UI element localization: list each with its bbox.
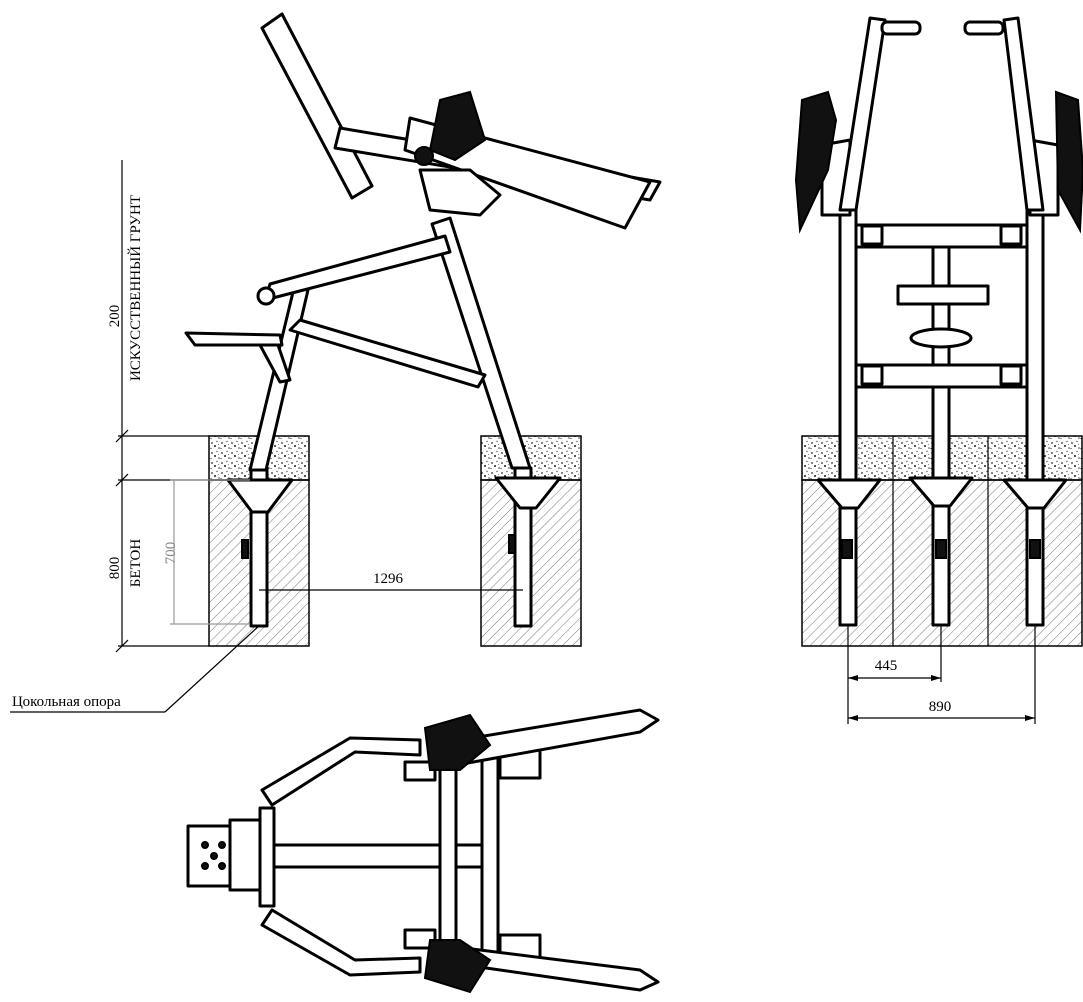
label-soil: ИСКУССТВЕННЫЙ ГРУНТ xyxy=(127,195,144,381)
front-dimensions: 445 890 xyxy=(847,626,1036,724)
dim-post-depth: 700 xyxy=(163,542,179,565)
dim-soil-depth: 200 xyxy=(107,305,123,328)
label-base-support: Цокольная опора xyxy=(12,694,121,710)
dim-total-depth: 800 xyxy=(107,557,123,580)
dim-post-spacing: 1296 xyxy=(373,571,404,587)
dim-full-width: 890 xyxy=(929,699,952,715)
side-dimensions: 200 ИСКУССТВЕННЫЙ ГРУНТ 800 БЕТОН 700 12… xyxy=(10,160,523,713)
dim-half-width: 445 xyxy=(875,658,898,674)
label-concrete: БЕТОН xyxy=(128,539,144,588)
side-view xyxy=(184,12,662,647)
top-view xyxy=(186,708,660,994)
front-view xyxy=(794,16,1083,647)
